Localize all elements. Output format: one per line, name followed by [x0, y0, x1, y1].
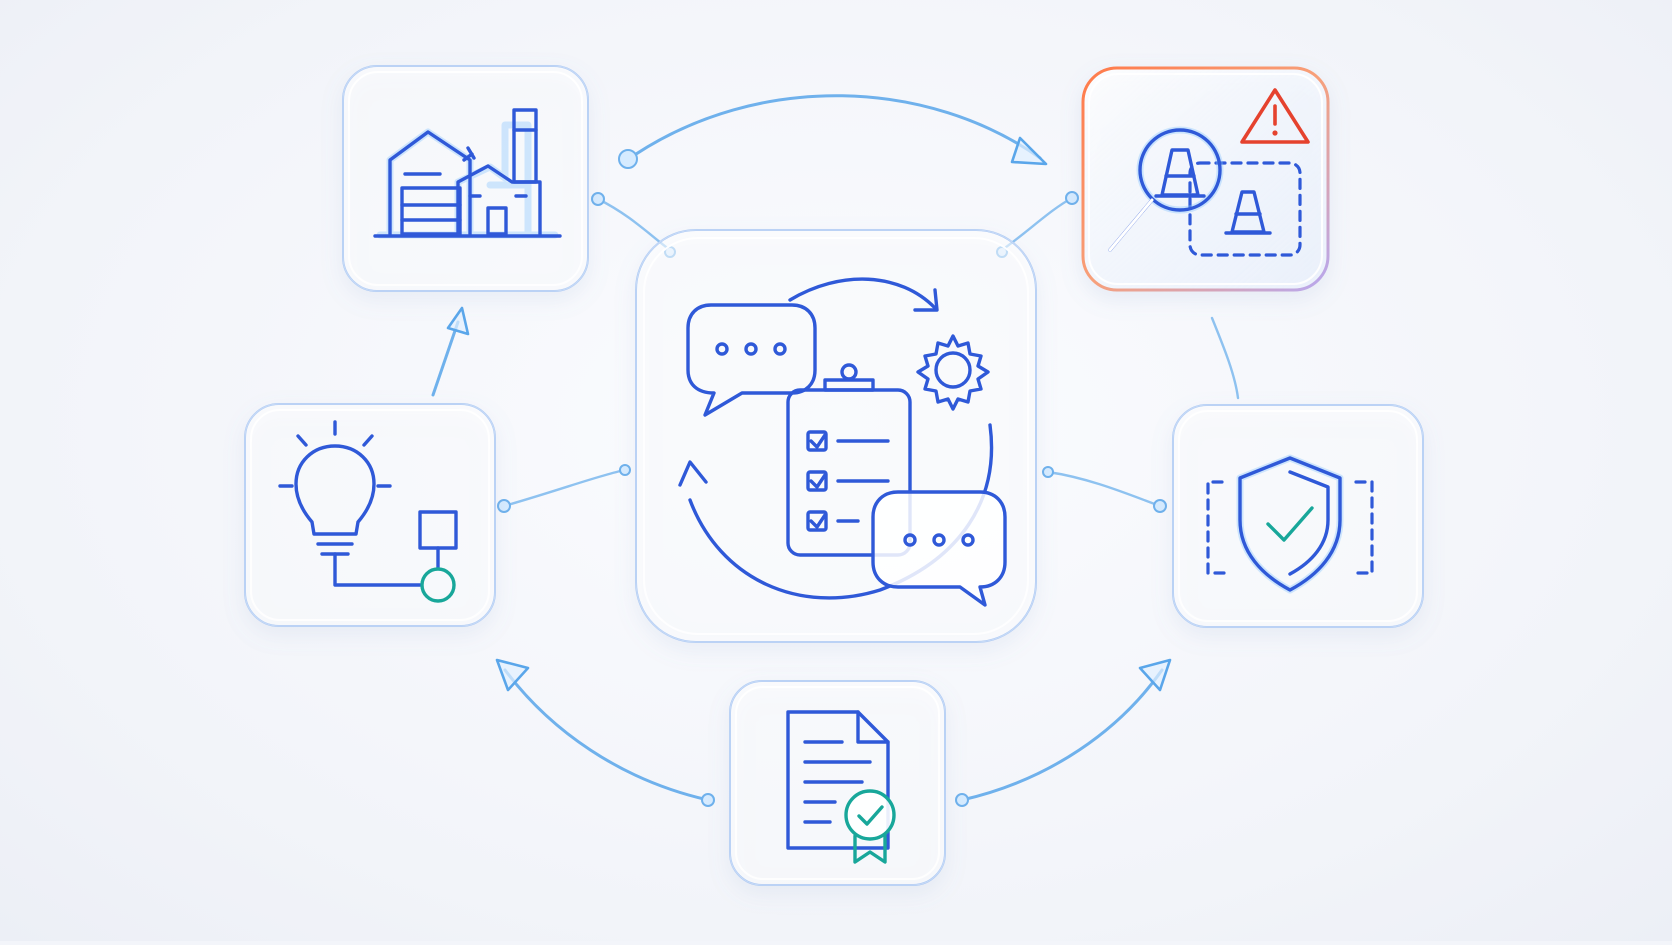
edge-node-risk-left	[1065, 191, 1079, 205]
edge-node-center-left	[619, 464, 631, 476]
edge-node-certificate-left	[701, 793, 715, 807]
lightbulb-flowchart-icon	[278, 420, 458, 603]
edge-center-to-idea	[502, 468, 627, 508]
tile-risk-inspection[interactable]	[1081, 66, 1330, 292]
edge-certificate-to-protection	[960, 668, 1164, 802]
arrowhead-protection	[1138, 658, 1172, 692]
tile-protection[interactable]	[1172, 404, 1424, 628]
factory-icon	[373, 108, 562, 239]
edge-node-factory-top	[618, 149, 638, 169]
certificate-document-icon	[786, 710, 896, 864]
chat-checklist-cycle-icon	[678, 277, 1007, 607]
edge-node-certificate-right	[955, 793, 969, 807]
arrowhead-idea	[495, 658, 530, 692]
arrowhead-risk	[1010, 136, 1048, 166]
edge-risk-to-protection	[1210, 316, 1240, 400]
edge-node-idea-right	[497, 499, 511, 513]
magnifier-traffic-cone-warning-icon	[1108, 88, 1310, 257]
shield-check-icon	[1206, 454, 1374, 594]
edge-idea-to-factory	[431, 320, 460, 397]
connectors	[431, 94, 1240, 807]
edge-certificate-to-idea	[503, 668, 710, 802]
edge-node-protection-left	[1153, 499, 1167, 513]
edge-node-center-right	[1042, 466, 1054, 478]
arrowhead-factory	[446, 306, 470, 336]
edge-node-factory-right	[591, 192, 605, 206]
edge-factory-to-risk	[628, 94, 1042, 160]
edge-center-to-protection	[1046, 470, 1162, 508]
